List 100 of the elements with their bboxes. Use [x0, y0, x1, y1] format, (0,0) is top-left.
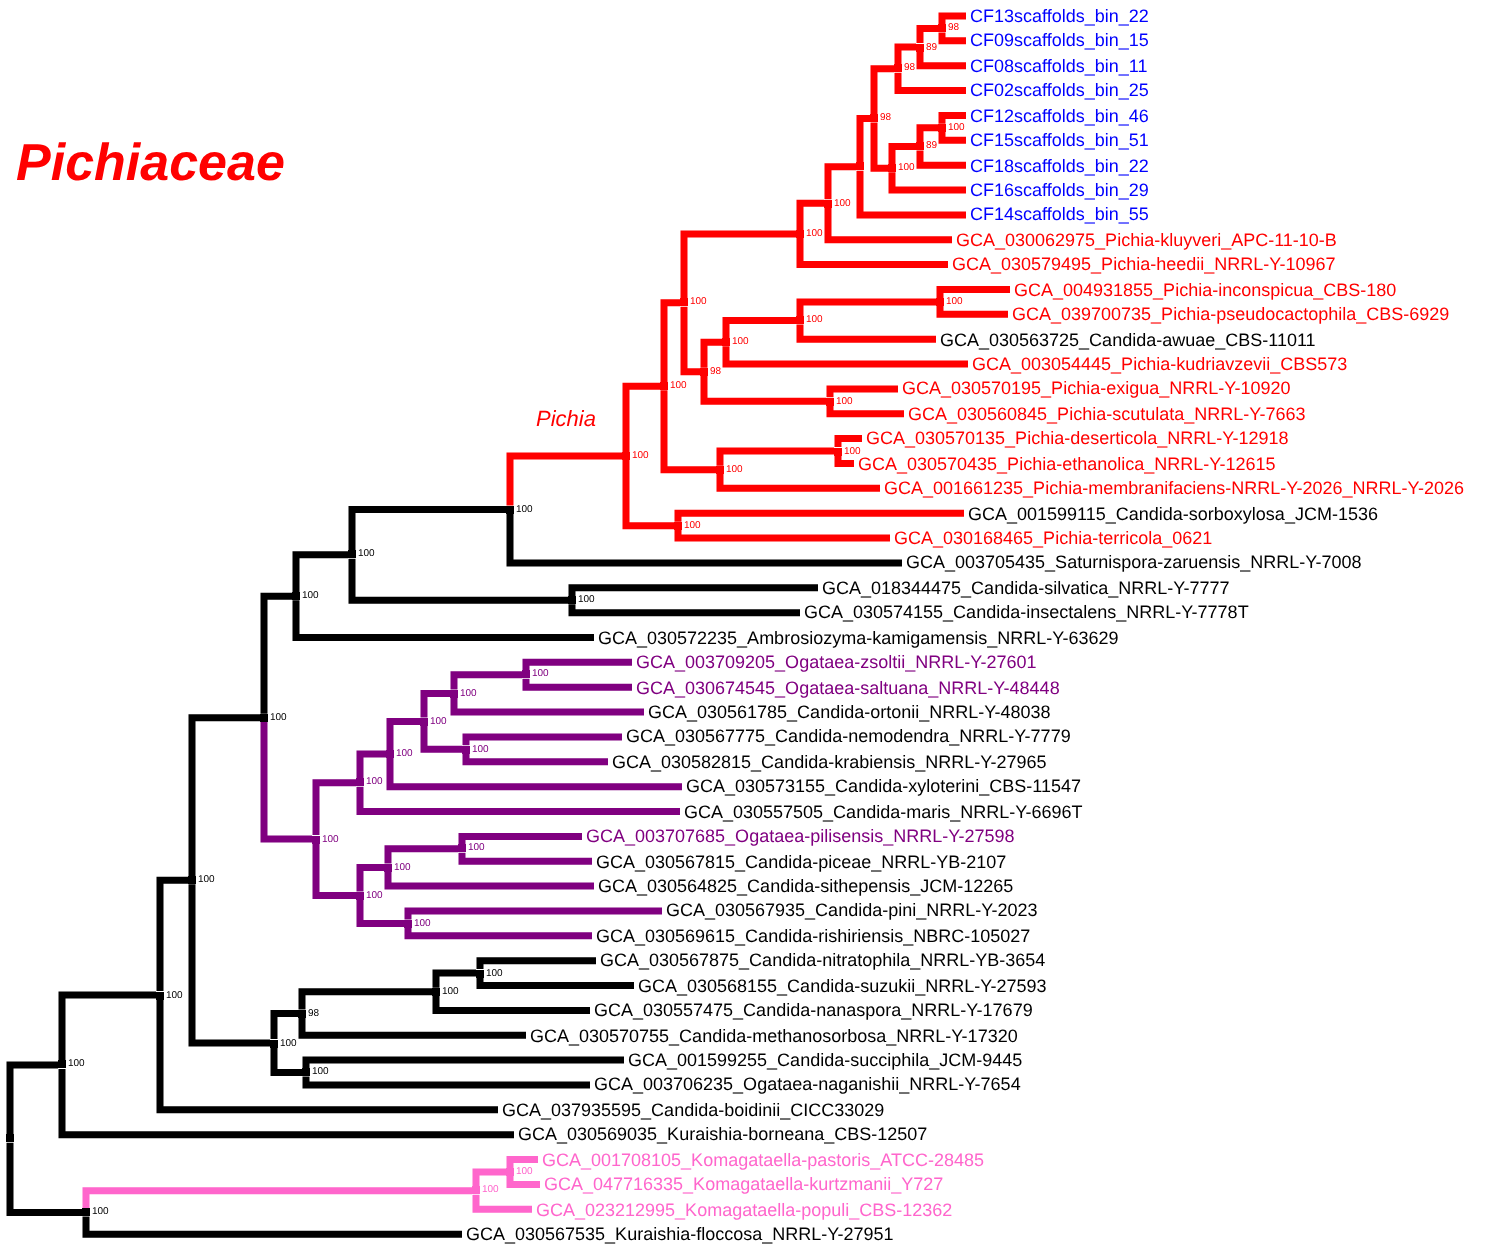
tree-branch [826, 385, 898, 398]
tree-branch [348, 505, 506, 551]
taxon-label: GCA_030573155_Candida-xyloterini_CBS-11547 [682, 776, 1081, 797]
tree-branch [660, 299, 680, 383]
tree-branch [716, 447, 834, 466]
tree-branch [680, 306, 700, 376]
branch-node [6, 1134, 14, 1143]
branch-node [506, 505, 514, 514]
branch-node [188, 876, 196, 885]
clade-label: Pichia [536, 408, 596, 434]
tree-branch [386, 758, 682, 791]
branch-node [432, 987, 440, 996]
tree-branch [450, 671, 522, 690]
tree-branch [796, 324, 936, 343]
tree-branch [568, 584, 818, 597]
tree-branch [348, 558, 568, 604]
branch-node [386, 750, 394, 759]
taxon-label: GCA_030579495_Pichia-heedii_NRRL-Y-10967 [948, 254, 1336, 275]
tree-branch [458, 852, 592, 865]
tree-branch [384, 845, 458, 864]
taxon-label: GCA_030567875_Candida-nitratophila_NRRL-YB-3654 [596, 950, 1046, 971]
tree-branch [302, 1056, 624, 1069]
tree-branch [298, 1017, 526, 1039]
branch-node [450, 689, 458, 698]
branch-node [270, 1039, 278, 1047]
branch-node [826, 397, 834, 406]
branch-node [348, 550, 356, 559]
tree-branch [522, 678, 632, 691]
taxon-label: GCA_030570755_Candida-methanosorbosa_NRRL-Y-17320 [526, 1025, 1018, 1046]
branch-node [82, 1208, 90, 1217]
taxon-label: GCA_003709205_Ogataea-zsoltii_NRRL-Y-27601 [632, 652, 1037, 673]
branch-node [156, 991, 164, 1000]
branch-node [834, 447, 842, 456]
tree-branch [894, 72, 966, 95]
taxon-label: CF18scaffolds_bin_22 [966, 155, 1149, 176]
tree-branch [722, 346, 968, 368]
taxon-label: CF15scaffolds_bin_51 [966, 130, 1149, 151]
taxon-label: GCA_003705435_Saturnispora-zaruensis_NRRL-Y-7008 [902, 552, 1362, 573]
tree-branch [302, 1076, 590, 1089]
branch-node [796, 316, 804, 325]
tree-branch [506, 1176, 540, 1188]
tree-branch [356, 750, 386, 779]
taxon-label: GCA_003707685_Ogataea-pilisensis_NRRL-Y-27598 [582, 826, 1015, 847]
tree-branch [356, 863, 384, 892]
tree-branch [356, 786, 680, 815]
taxon-label: GCA_030567535_Kuraishia-floccosa_NRRL-Y-27951 [462, 1224, 894, 1245]
tree-branch [404, 927, 592, 940]
tree-branch [936, 285, 1010, 298]
tree-branch [156, 876, 188, 992]
branch-node [506, 1167, 514, 1176]
tree-branch [660, 390, 716, 474]
taxon-label: GCA_030574155_Candida-insectalens_NRRL-Y-7778T [800, 602, 1249, 623]
taxon-label: CF16scaffolds_bin_29 [966, 180, 1149, 200]
branch-node [870, 114, 878, 123]
tree-branch [870, 122, 888, 172]
tree-branch [82, 1216, 462, 1238]
tree-branch [834, 455, 854, 467]
taxon-label: GCA_037935595_Candida-boidinii_CICC33029 [498, 1099, 885, 1120]
tree-branch [856, 170, 966, 219]
tree-branch [936, 305, 1008, 318]
tree-branch [856, 115, 870, 163]
taxon-label: GCA_030568155_Candida-suzukii_NRRL-Y-27593 [634, 975, 1047, 996]
taxon-label: GCA_030557505_Candida-maris_NRRL-Y-6696T [680, 801, 1083, 822]
tree-branch [916, 150, 966, 169]
taxon-label: GCA_030569615_Candida-rishiriensis_NBRC-105027 [592, 925, 1031, 946]
tree-branch [270, 1047, 302, 1077]
tree-branch [796, 237, 948, 269]
branch-node [824, 199, 832, 208]
branch-node [936, 297, 944, 306]
taxon-label: GCA_030569035_Kuraishia-borneana_CBS-12507 [514, 1124, 928, 1145]
taxon-label: GCA_030564825_Candida-sithepensis_JCM-12265 [594, 876, 1014, 897]
tree-branch [870, 65, 894, 115]
branch-node [856, 162, 864, 171]
taxon-label: GCA_047716335_Komagataella-kurtzmanii_Y727 [540, 1174, 944, 1195]
tree-branch [622, 459, 674, 530]
branch-node [476, 969, 484, 978]
tree-branch [938, 12, 966, 25]
tree-branch [472, 1194, 532, 1213]
tree-branch [260, 721, 312, 843]
branch-node [420, 717, 428, 726]
tree-branch [188, 714, 260, 877]
taxon-label: GCA_030567815_Candida-piceae_NRRL-YB-2107 [592, 851, 1007, 872]
tree-branch [622, 382, 660, 452]
taxon-label: GCA_030570135_Pichia-deserticola_NRRL-Y-12918 [862, 428, 1289, 449]
taxon-label: CF09scaffolds_bin_15 [966, 30, 1149, 51]
branch-node [894, 64, 902, 73]
taxon-label: GCA_030570195_Pichia-exigua_NRRL-Y-10920 [898, 378, 1291, 399]
taxon-label: GCA_030570435_Pichia-ethanolica_NRRL-Y-12615 [854, 453, 1276, 474]
branch-node [916, 142, 924, 151]
taxon-label: CF08scaffolds_bin_11 [966, 55, 1148, 76]
tree-branch [386, 717, 420, 751]
taxon-label: GCA_030563725_Candida-awuae_CBS-11011 [936, 329, 1316, 350]
tree-branch [472, 1168, 506, 1187]
taxon-label: CF13scaffolds_bin_22 [966, 6, 1149, 26]
tree-branch [6, 1061, 58, 1135]
tree-branch [312, 779, 356, 836]
tree-branch [420, 689, 450, 718]
tree-branch [824, 163, 856, 200]
taxon-label: GCA_030168465_Pichia-terricola_0621 [890, 528, 1213, 549]
tree-branch [916, 124, 938, 143]
